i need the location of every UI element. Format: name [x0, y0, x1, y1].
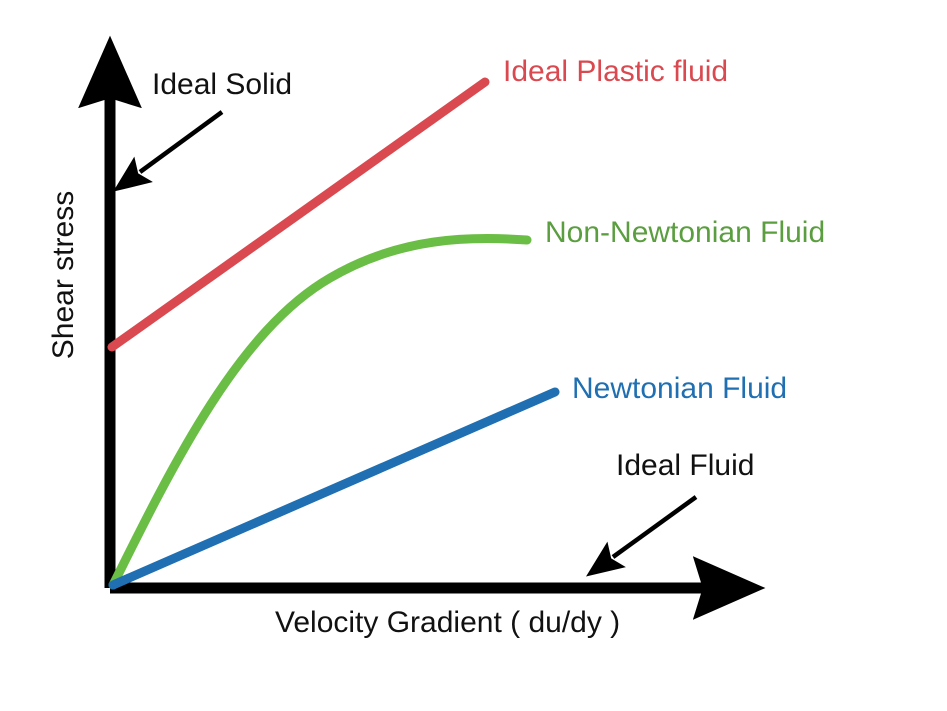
curve-label-non-newtonian-fluid: Non-Newtonian Fluid [545, 216, 826, 249]
y-axis-label: Shear stress [47, 190, 80, 360]
curve-label-ideal-plastic-fluid: Ideal Plastic fluid [503, 55, 729, 88]
ideal-fluid-arrow [586, 495, 698, 577]
curve-ideal-plastic-fluid [107, 77, 490, 352]
x-axis-label: Velocity Gradient ( du/dy ) [275, 606, 621, 639]
curve-non-newtonian-fluid [108, 233, 532, 590]
curve-newtonian-fluid [108, 387, 560, 590]
ideal-solid-arrow [113, 110, 224, 192]
annotation-label-ideal-fluid: Ideal Fluid [616, 449, 755, 482]
annotation-label-ideal-solid: Ideal Solid [152, 68, 293, 101]
curve-label-newtonian-fluid: Newtonian Fluid [572, 372, 788, 405]
